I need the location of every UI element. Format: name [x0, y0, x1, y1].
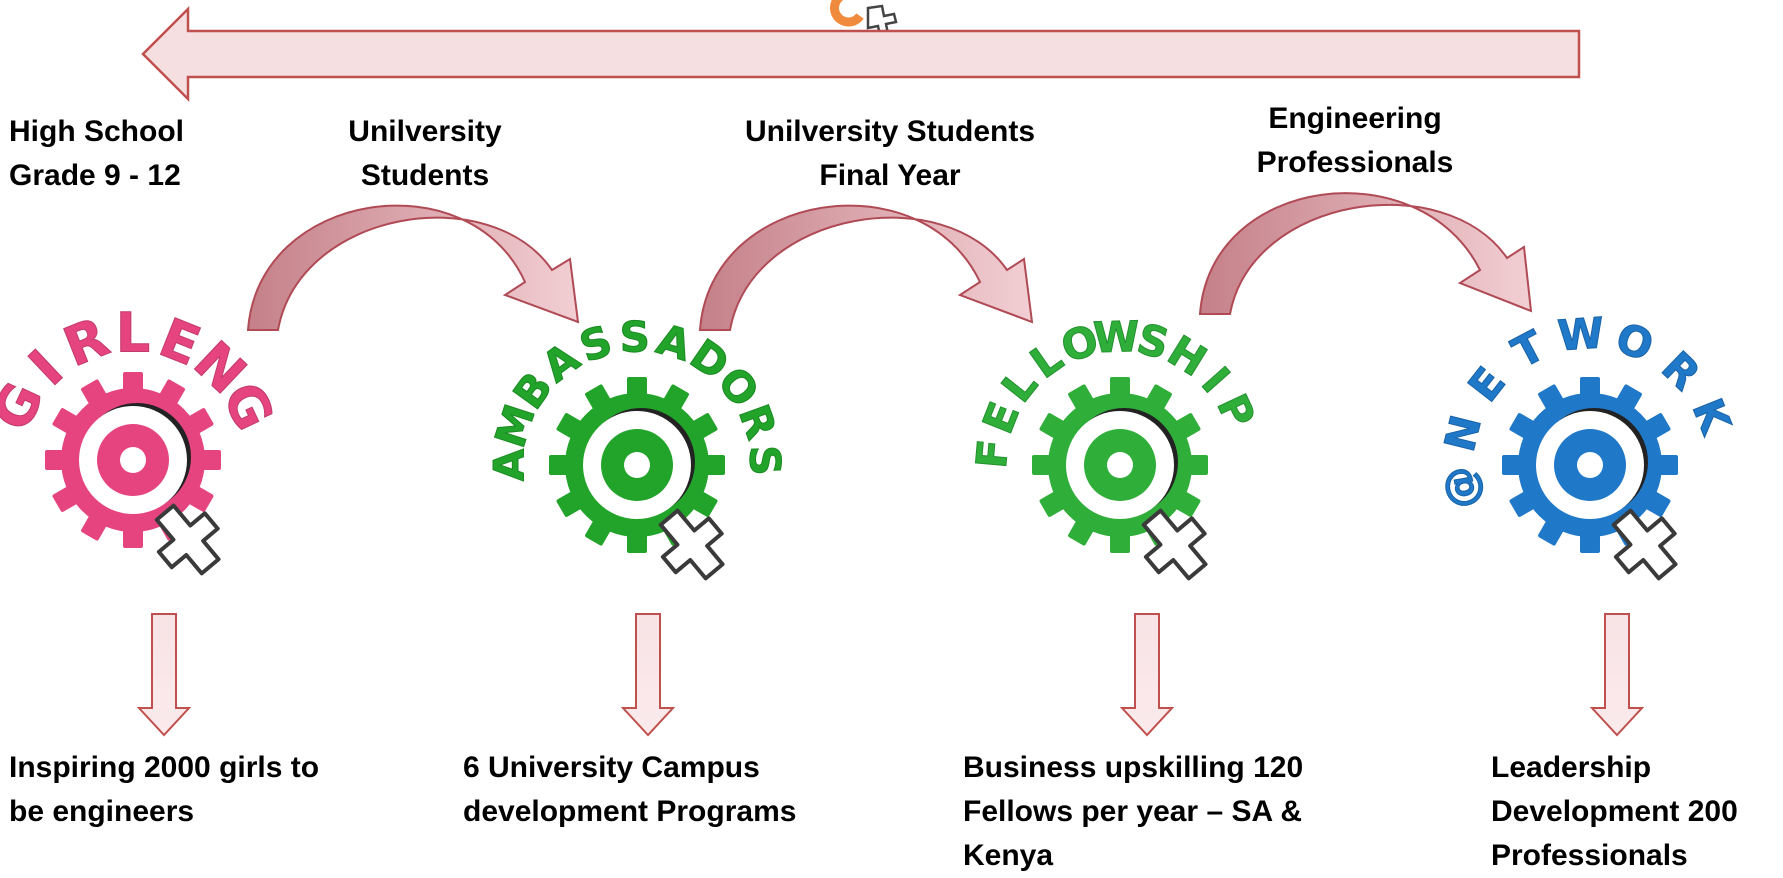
svg-text:O: O — [1610, 313, 1660, 371]
outcome-label-ambassadors: 6 University Campus development Programs — [463, 751, 797, 828]
svg-text:P: P — [1207, 387, 1264, 436]
down-arrow-2 — [620, 613, 676, 737]
level-label-final-year: Unilversity Students Final Year — [744, 115, 1036, 192]
transition-arrow-1 — [246, 204, 580, 331]
svg-text:S: S — [740, 445, 790, 477]
top-logo-fragment — [830, 0, 898, 38]
svg-text:F: F — [967, 437, 1018, 470]
svg-text:A: A — [485, 448, 534, 481]
svg-text:S: S — [619, 312, 650, 362]
venus-cross-icon — [658, 508, 725, 581]
down-arrow-1 — [136, 613, 192, 737]
venus-cross-icon — [1611, 508, 1678, 581]
svg-text:E: E — [1459, 358, 1515, 411]
svg-text:R: R — [55, 305, 117, 379]
level-label-engineering-professionals: Engineering Professionals — [1256, 102, 1454, 179]
svg-text:K: K — [1683, 392, 1741, 442]
svg-text:R: R — [1652, 342, 1709, 400]
svg-text:L: L — [116, 302, 150, 365]
down-arrow-4 — [1589, 613, 1645, 737]
down-arrow-3 — [1119, 613, 1175, 737]
svg-text:O: O — [1055, 315, 1104, 373]
svg-text:W: W — [1556, 308, 1606, 360]
venus-cross-icon — [1141, 508, 1208, 581]
progression-arrow — [141, 5, 1581, 103]
level-label-high-school: High School Grade 9 - 12 — [9, 115, 184, 192]
outcome-label-fellowship: Business upskilling 120 Fellows per year… — [963, 751, 1304, 872]
level-label-university-students: Unilversity Students — [348, 115, 502, 192]
svg-text:@: @ — [1433, 463, 1489, 513]
transition-arrow-3 — [1198, 192, 1533, 315]
svg-text:S: S — [1132, 314, 1174, 369]
transition-arrow-2 — [698, 204, 1034, 331]
svg-text:N: N — [1435, 410, 1491, 456]
svg-text:W: W — [1092, 312, 1140, 362]
outcome-label-network: Leadership Development 200 Professionals — [1491, 751, 1738, 872]
outcome-label-girleng: Inspiring 2000 girls to be engineers — [9, 751, 320, 828]
svg-text:T: T — [1504, 321, 1553, 378]
venus-cross-icon — [154, 503, 221, 576]
